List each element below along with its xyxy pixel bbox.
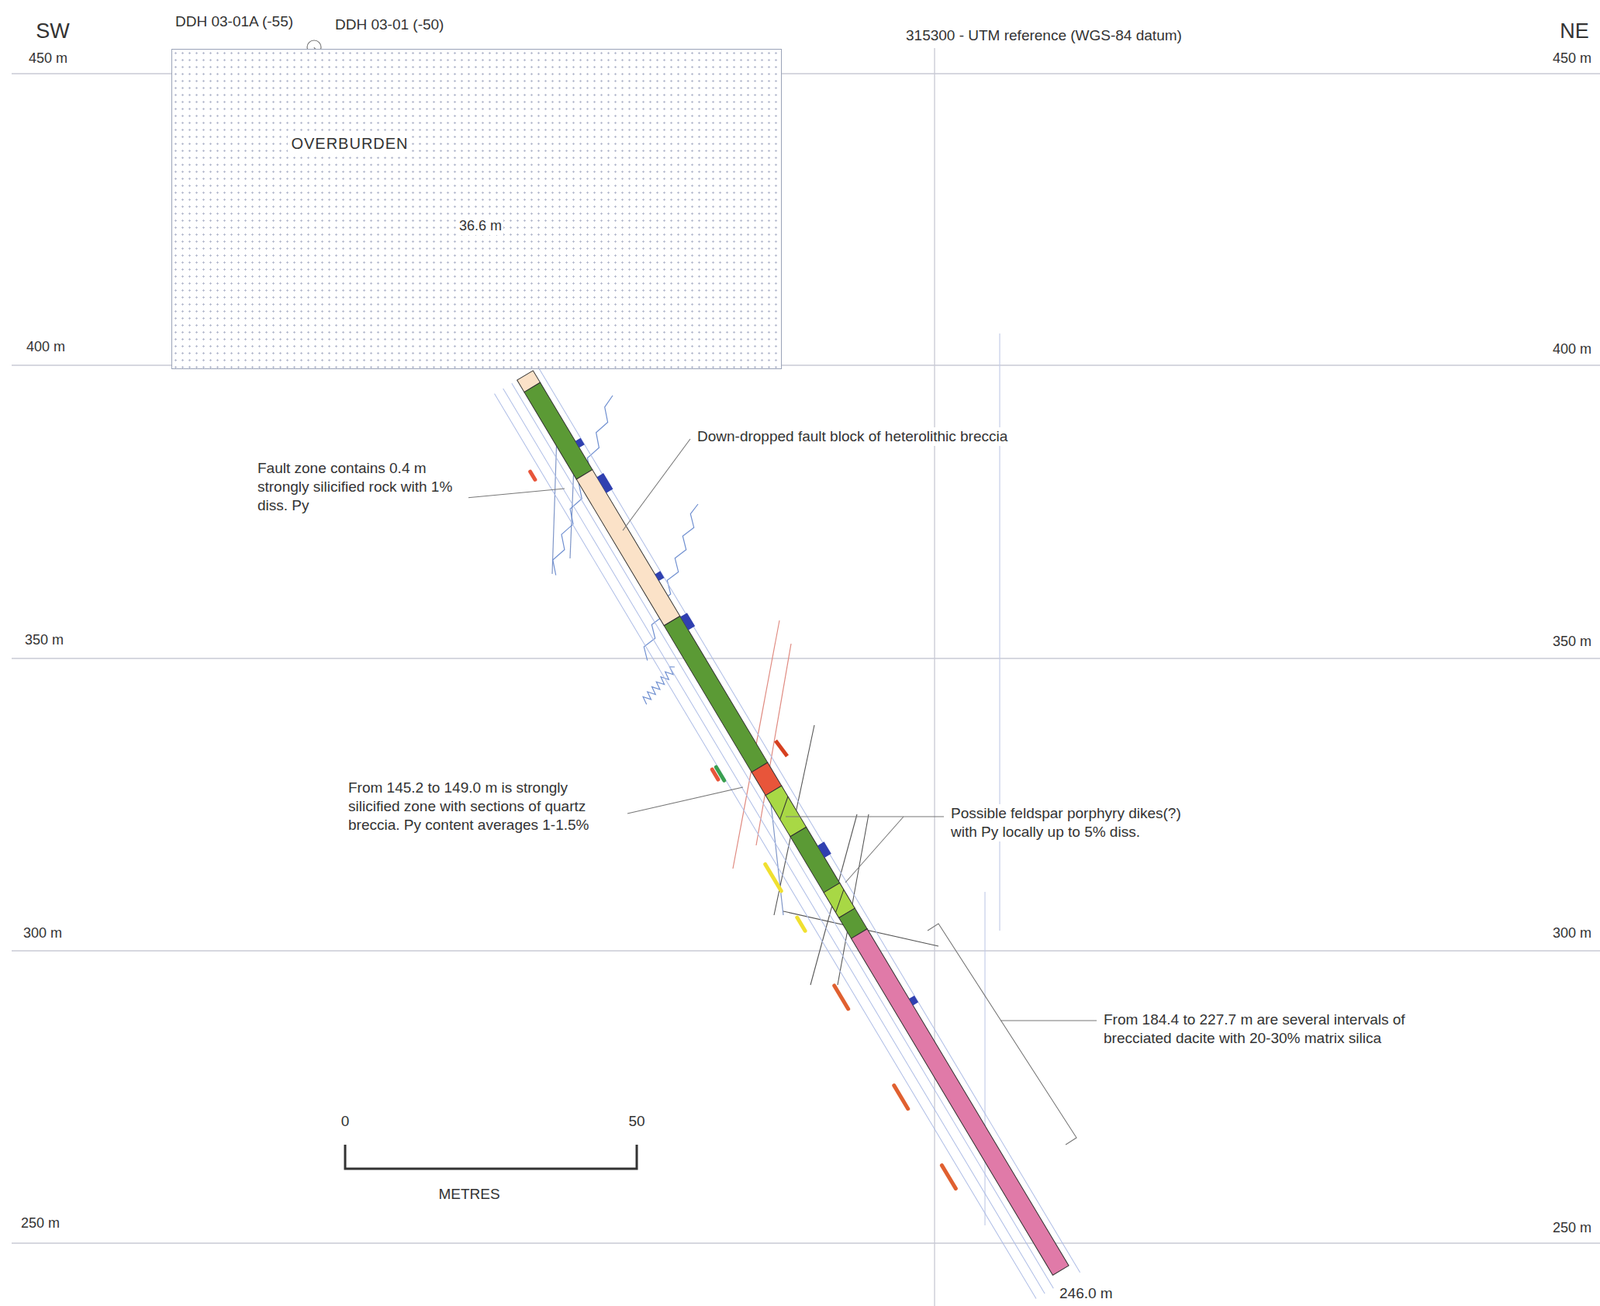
elevation-label: 350 m <box>24 631 64 650</box>
elevation-label: 400 m <box>1552 340 1592 359</box>
area-label: OVERBURDEN <box>287 134 412 154</box>
faint-line <box>998 333 1000 931</box>
elevation-label: 250 m <box>1552 1219 1592 1238</box>
callout-note: Fault zone contains 0.4 m strongly silic… <box>255 459 469 515</box>
elevation-label: 300 m <box>1552 924 1592 943</box>
fault-wave <box>642 666 675 705</box>
elevation-label: 450 m <box>1552 49 1592 68</box>
direction-label: SW <box>35 18 70 45</box>
overburden-area: OVERBURDEN <box>171 48 782 370</box>
elevation-label: 450 m <box>28 49 68 68</box>
scale-unit: METRES <box>438 1185 500 1204</box>
elevation-label: 300 m <box>23 924 63 943</box>
structure-lines <box>552 434 784 916</box>
direction-label: NE <box>1559 18 1590 45</box>
callout-note: From 184.4 to 227.7 m are several interv… <box>1102 1010 1424 1048</box>
utm-line <box>933 48 935 1306</box>
scale-bar <box>345 1144 637 1169</box>
depth-label: 246.0 m <box>1059 1284 1113 1303</box>
hole-name: DDH 03-01 (-50) <box>335 15 444 35</box>
faint-line <box>984 891 985 1226</box>
scale-number: 50 <box>628 1112 645 1131</box>
scale-number: 0 <box>341 1112 350 1131</box>
callout-note: From 145.2 to 149.0 m is strongly silici… <box>346 778 618 834</box>
elevation-label: 250 m <box>20 1214 60 1233</box>
depth-label: 36.6 m <box>457 217 504 235</box>
hole-name: DDH 03-01A (-55) <box>175 12 294 32</box>
callout-note: Possible feldspar porphyry dikes(?) with… <box>949 804 1209 842</box>
elevation-label: 400 m <box>26 338 66 356</box>
grid-reference: 315300 - UTM reference (WGS-84 datum) <box>904 26 1184 45</box>
callout-note: Down-dropped fault block of heterolithic… <box>695 427 1010 446</box>
elevation-label: 350 m <box>1552 632 1592 651</box>
